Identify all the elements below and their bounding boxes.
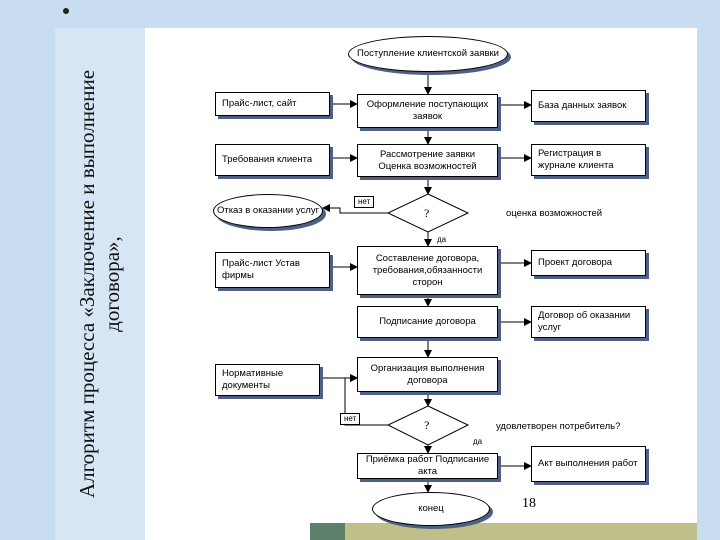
review-box: Рассмотрение заявки Оценка возможностей: [357, 144, 498, 177]
bottom-decor-strip-accent: [310, 523, 345, 540]
decision-1-label: ?: [424, 206, 430, 220]
price-site-box: Прайс-лист, сайт: [215, 92, 330, 116]
edge-label-yes-1: да: [437, 235, 447, 244]
right-decor-bar: [697, 0, 720, 540]
normative-docs-box: Нормативные документы: [215, 364, 320, 396]
decision-2-caption: удовлетворен потребитель?: [496, 421, 621, 432]
refusal-node: Отказ в оказании услуг: [213, 194, 323, 228]
bottom-decor-strip: [310, 523, 697, 540]
top-decor-bar: [55, 0, 697, 28]
edge-decision2-no: [344, 374, 388, 426]
decision-diamond-1: [386, 193, 470, 233]
contract-project-box: Проект договора: [531, 250, 646, 276]
client-log-box: Регистрация в журнале клиента: [531, 144, 646, 176]
bullet-dot: [63, 8, 69, 14]
page-number: 18: [522, 496, 536, 511]
edge-label-yes-2: да: [473, 437, 483, 446]
registration-box: Оформление поступающих заявок: [357, 94, 498, 128]
edge-decision1-no: [322, 204, 388, 214]
left-decor-bar: [0, 0, 55, 540]
completion-act-box: Акт выполнения работ: [531, 446, 646, 482]
decision-1-caption: оценка возможностей: [506, 208, 603, 219]
draft-contract-box: Составление договора, требования,обязанн…: [357, 246, 498, 295]
decision-2-label: ?: [424, 418, 430, 432]
service-contract-box: Договор об оказании услуг: [531, 306, 646, 338]
edge-label-no-2: нет: [340, 413, 361, 425]
organization-box: Организация выполнения договора: [357, 357, 498, 392]
database-box: База данных заявок: [531, 90, 646, 122]
signing-box: Подписание договора: [357, 306, 498, 338]
title-panel: [55, 28, 145, 540]
edge-label-no-1: нет: [354, 196, 375, 208]
acceptance-box: Приёмка работ Подписание акта: [357, 453, 498, 479]
end-node: конец: [372, 492, 490, 526]
start-node: Поступление клиентской заявки: [348, 36, 508, 72]
decision-diamond-2: [386, 405, 470, 446]
price-charter-box: Прайс-лист Устав фирмы: [215, 252, 330, 288]
client-requirements-box: Требования клиента: [215, 144, 330, 176]
